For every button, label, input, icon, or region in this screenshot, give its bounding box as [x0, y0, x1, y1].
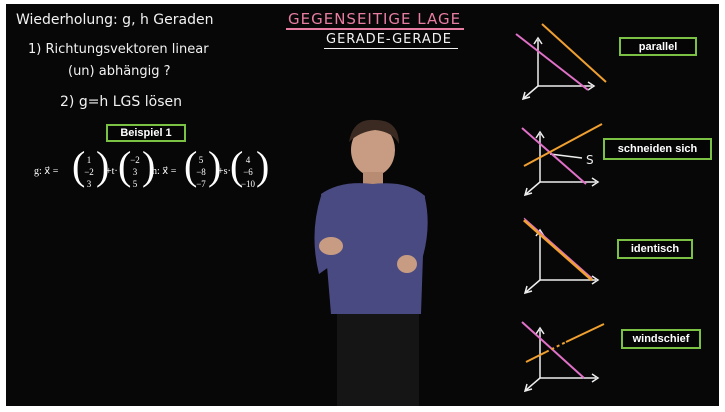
- presenter-figure: [314, 119, 428, 406]
- vec-entry: 5: [198, 155, 204, 165]
- paren-left: (: [230, 143, 244, 188]
- intersection-point-label: S: [586, 153, 594, 167]
- page-title: GEGENSEITIGE LAGE: [288, 10, 462, 28]
- paren-right: ): [208, 143, 222, 188]
- paren-right: ): [256, 143, 270, 188]
- notes-line-2b: (un) abhängig ?: [68, 64, 171, 79]
- paren-right: ): [96, 143, 110, 188]
- page-subtitle: GERADE-GERADE: [326, 32, 452, 47]
- h-direction-vector: 4 −6 −10: [240, 154, 256, 190]
- plus-t: +t·: [106, 166, 118, 177]
- diagram-intersecting: S: [521, 123, 603, 197]
- line-equations: g: x⃗ = ( 1 −2 3 ) +t· ( −2 3 5 ) h: x⃗ …: [34, 143, 274, 200]
- paren-left: (: [72, 143, 86, 188]
- notes-line-2a: 1) Richtungsvektoren linear: [28, 42, 209, 57]
- vec-entry: 1: [86, 155, 92, 165]
- case-label-parallel: parallel: [638, 40, 678, 53]
- g-direction-vector: −2 3 5: [128, 154, 142, 190]
- vec-entry: 3: [86, 179, 92, 189]
- vec-entry: −7: [196, 179, 206, 189]
- paren-left: (: [184, 143, 198, 188]
- case-label-skew: windschief: [632, 333, 690, 345]
- case-label-box: identisch: [617, 239, 693, 259]
- vec-entry: −10: [240, 179, 256, 189]
- diagram-parallel: [515, 23, 607, 101]
- case-label-box: parallel: [619, 37, 697, 56]
- vec-entry: −2: [84, 167, 94, 177]
- vec-entry: −2: [130, 155, 140, 165]
- paren-right: ): [142, 143, 156, 188]
- h-equation-lhs: h: x⃗ =: [152, 166, 177, 177]
- example-label-box: Beispiel 1: [106, 124, 186, 142]
- vec-entry: 5: [132, 179, 138, 189]
- title-underline: [286, 28, 464, 30]
- diagram-identical: [523, 217, 600, 295]
- vec-entry: 3: [132, 167, 138, 177]
- vec-entry: −8: [196, 167, 206, 177]
- notes-line-3: 2) g=h LGS lösen: [60, 94, 182, 110]
- diagram-skew: [521, 321, 605, 393]
- example-label: Beispiel 1: [120, 127, 172, 139]
- case-label-intersecting: schneiden sich: [617, 143, 698, 155]
- vec-entry: 4: [245, 155, 251, 165]
- subtitle-underline: [324, 48, 458, 49]
- plus-s: +s·: [218, 166, 231, 177]
- case-label-box: windschief: [621, 329, 701, 349]
- blackboard: GEGENSEITIGE LAGE GERADE-GERADE Wiederho…: [6, 4, 719, 406]
- vec-entry: −6: [243, 167, 253, 177]
- case-label-box: schneiden sich: [603, 138, 712, 160]
- paren-left: (: [118, 143, 132, 188]
- g-support-vector: 1 −2 3: [82, 154, 96, 190]
- case-label-identical: identisch: [630, 243, 680, 255]
- h-support-vector: 5 −8 −7: [194, 154, 208, 190]
- g-equation-lhs: g: x⃗ =: [34, 166, 59, 177]
- notes-line-1: Wiederholung: g, h Geraden: [16, 12, 214, 28]
